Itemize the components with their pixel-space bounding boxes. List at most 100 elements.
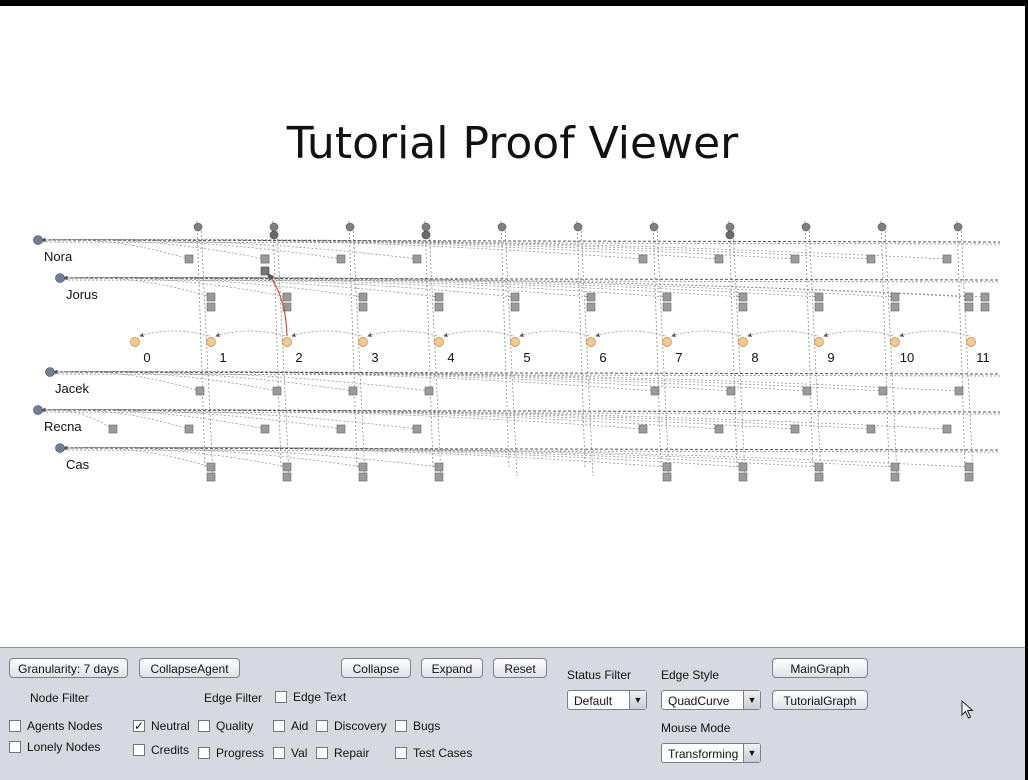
- event-node[interactable]: [108, 424, 118, 434]
- agent-node[interactable]: [55, 273, 65, 283]
- top-node[interactable]: [193, 222, 203, 232]
- event-node[interactable]: [358, 292, 368, 302]
- event-node[interactable]: [638, 424, 648, 434]
- event-node[interactable]: [586, 292, 596, 302]
- time-node[interactable]: [130, 337, 140, 347]
- progress-checkbox[interactable]: Progress: [198, 746, 264, 760]
- event-node[interactable]: [206, 462, 216, 472]
- top-node[interactable]: [877, 222, 887, 232]
- neutral-checkbox[interactable]: ✓Neutral: [133, 719, 190, 733]
- event-node[interactable]: [412, 424, 422, 434]
- top-node[interactable]: [953, 222, 963, 232]
- time-node[interactable]: [662, 337, 672, 347]
- event-node[interactable]: [890, 472, 900, 482]
- checkbox-box[interactable]: [198, 747, 210, 759]
- time-node[interactable]: [434, 337, 444, 347]
- event-node[interactable]: [738, 472, 748, 482]
- collapse-agent-button[interactable]: CollapseAgent: [139, 658, 240, 678]
- top-node[interactable]: [421, 222, 431, 232]
- reset-button[interactable]: Reset: [493, 658, 547, 678]
- discovery-checkbox[interactable]: Discovery: [316, 719, 387, 733]
- event-node[interactable]: [890, 302, 900, 312]
- event-node[interactable]: [964, 302, 974, 312]
- event-node[interactable]: [890, 292, 900, 302]
- top-node[interactable]: [725, 222, 735, 232]
- event-node[interactable]: [424, 386, 434, 396]
- event-node[interactable]: [434, 462, 444, 472]
- event-node[interactable]: [814, 302, 824, 312]
- test-cases-checkbox[interactable]: Test Cases: [395, 746, 472, 760]
- event-node[interactable]: [358, 472, 368, 482]
- quality-checkbox[interactable]: Quality: [198, 719, 253, 733]
- checkbox-box[interactable]: [316, 747, 328, 759]
- event-node[interactable]: [980, 292, 990, 302]
- event-node[interactable]: [814, 462, 824, 472]
- time-node[interactable]: [206, 337, 216, 347]
- lonely-nodes-checkbox[interactable]: Lonely Nodes: [9, 740, 100, 754]
- time-node[interactable]: [814, 337, 824, 347]
- event-node[interactable]: [662, 302, 672, 312]
- event-node[interactable]: [282, 472, 292, 482]
- event-node[interactable]: [638, 254, 648, 264]
- event-node[interactable]: [814, 292, 824, 302]
- event-node[interactable]: [964, 472, 974, 482]
- event-node[interactable]: [790, 254, 800, 264]
- top-node[interactable]: [269, 230, 279, 240]
- event-node[interactable]: [738, 302, 748, 312]
- event-node[interactable]: [866, 424, 876, 434]
- event-node[interactable]: [412, 254, 422, 264]
- event-node[interactable]: [434, 292, 444, 302]
- checkbox-box[interactable]: [273, 747, 285, 759]
- expand-button[interactable]: Expand: [421, 658, 483, 678]
- top-node[interactable]: [801, 222, 811, 232]
- event-node[interactable]: [814, 472, 824, 482]
- time-node[interactable]: [586, 337, 596, 347]
- event-node[interactable]: [510, 292, 520, 302]
- event-node[interactable]: [980, 302, 990, 312]
- checkbox-box[interactable]: [133, 744, 145, 756]
- agent-node[interactable]: [33, 405, 43, 415]
- event-node[interactable]: [336, 254, 346, 264]
- event-node[interactable]: [738, 462, 748, 472]
- top-node[interactable]: [573, 222, 583, 232]
- checkbox-box[interactable]: ✓: [133, 719, 145, 733]
- event-node[interactable]: [790, 424, 800, 434]
- event-node[interactable]: [358, 462, 368, 472]
- main-graph-button[interactable]: MainGraph: [772, 658, 868, 678]
- event-node[interactable]: [714, 254, 724, 264]
- event-node[interactable]: [358, 302, 368, 312]
- time-node[interactable]: [282, 337, 292, 347]
- event-node[interactable]: [348, 386, 358, 396]
- collapse-button[interactable]: Collapse: [341, 658, 411, 678]
- top-node[interactable]: [345, 222, 355, 232]
- bugs-checkbox[interactable]: Bugs: [395, 719, 440, 733]
- event-node[interactable]: [434, 302, 444, 312]
- credits-checkbox[interactable]: Credits: [133, 743, 189, 757]
- event-node[interactable]: [954, 386, 964, 396]
- event-node[interactable]: [336, 424, 346, 434]
- event-node[interactable]: [964, 292, 974, 302]
- event-node[interactable]: [878, 386, 888, 396]
- event-node[interactable]: [206, 302, 216, 312]
- checkbox-box[interactable]: [9, 720, 21, 732]
- agent-node[interactable]: [33, 235, 43, 245]
- time-node[interactable]: [358, 337, 368, 347]
- top-node[interactable]: [649, 222, 659, 232]
- event-node[interactable]: [184, 424, 194, 434]
- event-node[interactable]: [726, 386, 736, 396]
- checkbox-box[interactable]: [395, 747, 407, 759]
- event-node[interactable]: [650, 386, 660, 396]
- event-node[interactable]: [662, 462, 672, 472]
- event-node[interactable]: [510, 302, 520, 312]
- checkbox-box[interactable]: [9, 741, 21, 753]
- event-node[interactable]: [260, 254, 270, 264]
- agent-node[interactable]: [55, 443, 65, 453]
- aid-checkbox[interactable]: Aid: [273, 719, 308, 733]
- event-node[interactable]: [802, 386, 812, 396]
- event-node[interactable]: [738, 292, 748, 302]
- event-node[interactable]: [964, 462, 974, 472]
- event-node[interactable]: [260, 266, 270, 276]
- val-checkbox[interactable]: Val: [273, 746, 307, 760]
- event-node[interactable]: [866, 254, 876, 264]
- event-node[interactable]: [942, 254, 952, 264]
